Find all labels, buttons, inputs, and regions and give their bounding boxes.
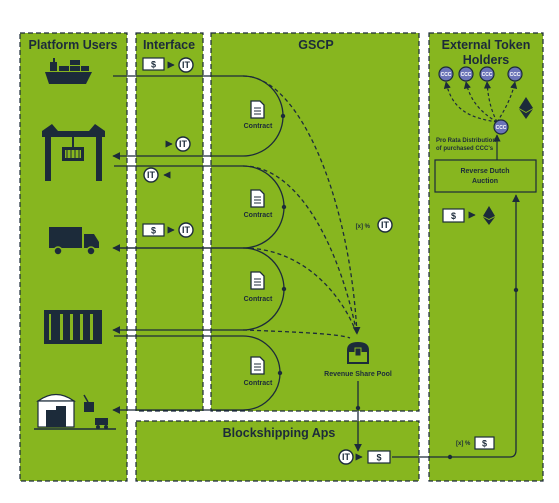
svg-text:Revenue Share Pool: Revenue Share Pool — [324, 371, 392, 378]
svg-text:Contract: Contract — [244, 123, 273, 130]
svg-text:IT: IT — [182, 225, 191, 235]
ethereum-icon — [483, 206, 495, 225]
revenue-share-pool: Revenue Share Pool — [324, 342, 392, 378]
svg-text:Contract: Contract — [244, 380, 273, 387]
gantry-crane-icon — [42, 124, 105, 181]
platform-users-header: Platform Users — [29, 38, 118, 52]
contract-4: Contract — [244, 356, 273, 387]
svg-text:CCC: CCC — [482, 72, 493, 78]
blockshipping-header: Blockshipping Aps — [223, 426, 336, 440]
container-icon — [44, 310, 102, 344]
ccc-token: CCC — [493, 119, 509, 135]
svg-text:$: $ — [376, 453, 381, 463]
ccc-token: CCC — [507, 66, 523, 82]
svg-text:Contract: Contract — [244, 296, 273, 303]
it-token: IT — [377, 217, 393, 233]
svg-text:Contract: Contract — [244, 212, 273, 219]
contract-2: Contract — [244, 189, 273, 219]
pro-rata-line2: of purchased CCC's — [436, 146, 494, 152]
svg-text:IT: IT — [147, 170, 156, 180]
interface-panel — [135, 32, 204, 412]
document-icon — [250, 271, 265, 290]
document-icon — [250, 100, 265, 119]
svg-text:Auction: Auction — [472, 178, 498, 185]
blockshipping-exchange: IT $ — [338, 449, 391, 465]
pro-rata-line1: Pro Rata Distribution — [436, 138, 496, 144]
interface-row-1: $ IT — [142, 57, 194, 73]
document-icon — [250, 356, 265, 375]
reverse-dutch-auction: Reverse Dutch Auction — [434, 159, 537, 193]
svg-text:$: $ — [451, 211, 456, 221]
svg-text:CCC: CCC — [441, 72, 452, 78]
interface-row-2: IT — [165, 136, 191, 152]
external-header-line2: Holders — [463, 53, 510, 67]
gscp-header: GSCP — [298, 38, 333, 52]
document-icon — [250, 189, 265, 208]
svg-text:$: $ — [482, 439, 487, 449]
treasure-chest-icon — [347, 342, 369, 364]
svg-text:$: $ — [151, 226, 156, 236]
junction-dots — [277, 113, 519, 460]
percent-it-label: [x] % — [356, 224, 371, 230]
svg-text:IT: IT — [342, 452, 351, 462]
svg-text:IT: IT — [179, 139, 188, 149]
svg-text:CCC: CCC — [496, 125, 507, 131]
ccc-token: CCC — [479, 66, 495, 82]
svg-text:CCC: CCC — [461, 72, 472, 78]
percent-dollar-group: [x] % $ — [456, 436, 495, 450]
svg-text:Reverse Dutch: Reverse Dutch — [460, 168, 509, 175]
ship-icon — [45, 58, 92, 84]
ccc-token: CCC — [438, 66, 454, 82]
svg-text:[x] %: [x] % — [456, 441, 471, 447]
revenue-dashed-lines — [242, 75, 361, 339]
truck-icon — [49, 227, 99, 256]
interface-row-3: IT — [143, 167, 171, 183]
contract-3: Contract — [244, 271, 273, 303]
contract-1: Contract — [244, 100, 273, 130]
svg-text:IT: IT — [182, 60, 191, 70]
warehouse-icon — [34, 393, 116, 430]
svg-text:IT: IT — [381, 220, 390, 230]
dollar-to-eth: $ — [442, 206, 495, 225]
svg-text:CCC: CCC — [510, 72, 521, 78]
external-header-line1: External Token — [442, 38, 531, 52]
distribution-lines — [443, 81, 518, 123]
ccc-token: CCC — [458, 66, 474, 82]
interface-row-4: $ IT — [142, 222, 194, 238]
ethereum-icon — [519, 97, 533, 119]
svg-text:$: $ — [151, 60, 156, 70]
interface-header: Interface — [143, 38, 195, 52]
